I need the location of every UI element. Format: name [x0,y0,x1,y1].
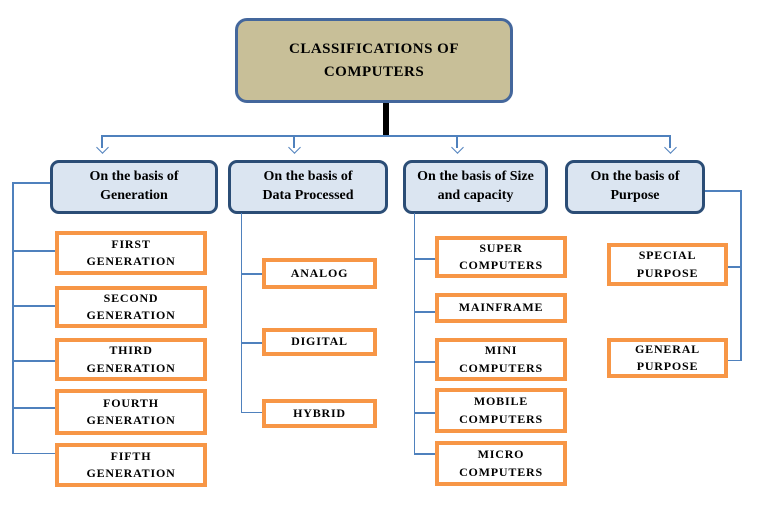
arrow-down-icon [288,141,301,154]
arrow-down-icon [451,141,464,154]
bracket-line [12,182,14,454]
leaf-node-label: DIGITAL [291,334,348,349]
arrow-drop-line [101,135,103,148]
leaf-digital: DIGITAL [262,328,377,356]
arrow-drop-line [456,135,458,148]
leaf-micro-computers: MICRO COMPUTERS [435,441,567,486]
branch-node-label: On the basis of Purpose [590,169,680,203]
bracket-line [241,411,262,413]
arrow-drop-line [669,135,671,148]
bracket-line [414,311,435,313]
leaf-second-generation: SECOND GENERATION [55,286,207,328]
leaf-node-label: FIFTH GENERATION [86,448,176,480]
leaf-node-label: FOURTH GENERATION [86,395,176,427]
arrow-down-icon [664,141,677,154]
bracket-line [241,342,262,344]
leaf-special-purpose: SPECIAL PURPOSE [607,243,728,286]
bracket-line [240,213,242,413]
bracket-line [705,190,741,192]
arrow-drop-line [293,135,295,148]
bracket-line [414,258,435,260]
leaf-node-label: ANALOG [290,265,349,280]
leaf-node-label: MOBILE COMPUTERS [459,394,543,426]
root-node-label: CLASSIFICATIONS OF COMPUTERS [288,41,459,80]
leaf-node-label: MAINFRAME [458,300,544,315]
leaf-node-label: THIRD GENERATION [86,343,176,375]
leaf-hybrid: HYBRID [262,399,377,428]
bracket-line [414,453,435,455]
leaf-node-label: SUPER COMPUTERS [459,240,543,272]
bracket-line [12,360,55,362]
leaf-node-label: MICRO COMPUTERS [459,447,543,479]
branch-node-data-processed: On the basis of Data Processed [228,160,388,214]
leaf-third-generation: THIRD GENERATION [55,338,207,381]
leaf-node-label: FIRST GENERATION [86,236,176,268]
trunk-line [383,103,389,136]
leaf-mobile-computers: MOBILE COMPUTERS [435,388,567,433]
leaf-first-generation: FIRST GENERATION [55,231,207,275]
bracket-line [12,305,55,307]
arrow-down-icon [96,141,109,154]
bracket-line [12,182,50,184]
bracket-line [12,250,55,252]
root-node: CLASSIFICATIONS OF COMPUTERS [235,18,513,103]
leaf-super-computers: SUPER COMPUTERS [435,236,567,278]
leaf-node-label: SPECIAL PURPOSE [636,248,699,280]
bracket-line [414,412,435,414]
branch-node-purpose: On the basis of Purpose [565,160,705,214]
leaf-general-purpose: GENERAL PURPOSE [607,338,728,378]
leaf-mainframe: MAINFRAME [435,293,567,323]
leaf-fifth-generation: FIFTH GENERATION [55,443,207,487]
bracket-line [728,266,741,268]
bracket-line [12,407,55,409]
bracket-line [413,213,415,454]
top-rail-line [102,135,670,137]
leaf-mini-computers: MINI COMPUTERS [435,338,567,381]
leaf-node-label: HYBRID [293,405,346,420]
leaf-node-label: MINI COMPUTERS [459,343,543,375]
bracket-line [12,452,55,454]
branch-node-label: On the basis of Data Processed [262,169,354,203]
leaf-node-label: SECOND GENERATION [86,290,176,322]
bracket-line [414,361,435,363]
leaf-analog: ANALOG [262,258,377,289]
leaf-fourth-generation: FOURTH GENERATION [55,389,207,435]
branch-node-generation: On the basis of Generation [50,160,218,214]
bracket-line [241,273,262,275]
branch-node-label: On the basis of Size and capacity [417,169,534,203]
branch-node-label: On the basis of Generation [89,169,179,203]
branch-node-size-capacity: On the basis of Size and capacity [403,160,548,214]
bracket-line [728,359,741,361]
bracket-line [740,190,742,361]
leaf-node-label: GENERAL PURPOSE [635,341,700,373]
